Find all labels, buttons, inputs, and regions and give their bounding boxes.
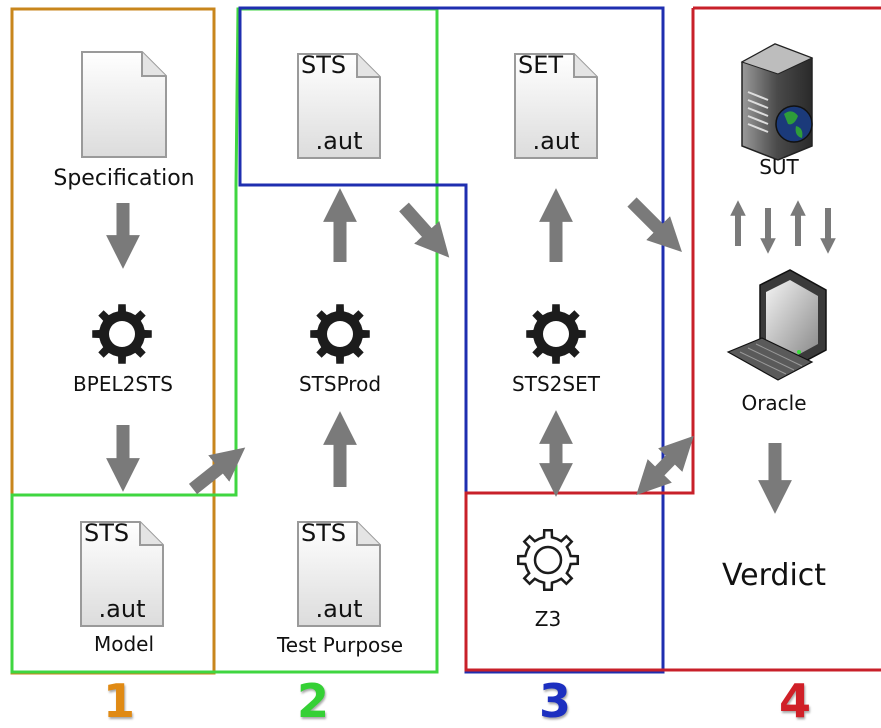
set-doc-icon — [514, 53, 598, 159]
server-icon — [740, 43, 814, 161]
bpel2sts-gear-icon — [92, 304, 152, 364]
verdict-label: Verdict — [721, 558, 827, 593]
sts2set-gear-icon — [526, 304, 586, 364]
stsprod-label: STSProd — [298, 372, 382, 396]
specification-doc-icon — [81, 51, 167, 158]
flow-arrows — [106, 188, 792, 514]
model-doc-type: STS — [84, 519, 130, 547]
z3-gear-icon — [516, 528, 580, 592]
arrow-z3-oracle — [636, 435, 694, 496]
sts-output-doc: STS .aut — [297, 51, 381, 159]
test-purpose-doc: STS .aut — [297, 519, 381, 627]
model-doc-ext: .aut — [98, 595, 146, 623]
stage-number-3: 3 — [538, 674, 572, 728]
test-purpose-doc-icon — [297, 521, 381, 627]
arrow-model-to-stsprod — [188, 447, 246, 495]
z3-label: Z3 — [534, 607, 562, 631]
stage4-frame — [464, 6, 881, 672]
gear-hole — [327, 321, 353, 347]
model-doc-icon — [80, 521, 164, 627]
test-purpose-doc-type: STS — [301, 519, 347, 547]
sut-oracle-exchange-arrows — [730, 200, 836, 254]
model-label: Model — [93, 632, 155, 656]
arrow-set-to-sut — [627, 197, 682, 252]
gear-hole — [543, 321, 569, 347]
stsprod-gear-icon — [310, 304, 370, 364]
sut-label: SUT — [759, 155, 799, 179]
bpel2sts-label: BPEL2STS — [73, 372, 173, 396]
model-doc: STS .aut — [80, 519, 164, 627]
arrow-sts-to-sts2set — [399, 202, 450, 258]
stage-number-4: 4 — [778, 674, 812, 728]
sts-output-doc-type: STS — [301, 51, 347, 79]
set-doc-type: SET — [518, 51, 564, 79]
sts-output-doc-icon — [297, 53, 381, 159]
oracle-label: Oracle — [741, 391, 807, 415]
set-doc-ext: .aut — [532, 127, 580, 155]
sts-output-doc-ext: .aut — [315, 127, 363, 155]
test-purpose-doc-ext: .aut — [315, 595, 363, 623]
test-purpose-label: Test Purpose — [276, 633, 404, 657]
computer-icon — [726, 269, 827, 381]
sts2set-label: STS2SET — [512, 372, 600, 396]
gear-hole — [109, 321, 135, 347]
gear-hole — [533, 545, 563, 575]
stage3-frame — [238, 6, 665, 674]
stage-number-1: 1 — [102, 674, 136, 728]
set-doc: SET .aut — [514, 51, 598, 159]
stage2-frame — [10, 7, 439, 674]
stage-number-2: 2 — [296, 674, 330, 728]
specification-label: Specification — [53, 166, 195, 191]
